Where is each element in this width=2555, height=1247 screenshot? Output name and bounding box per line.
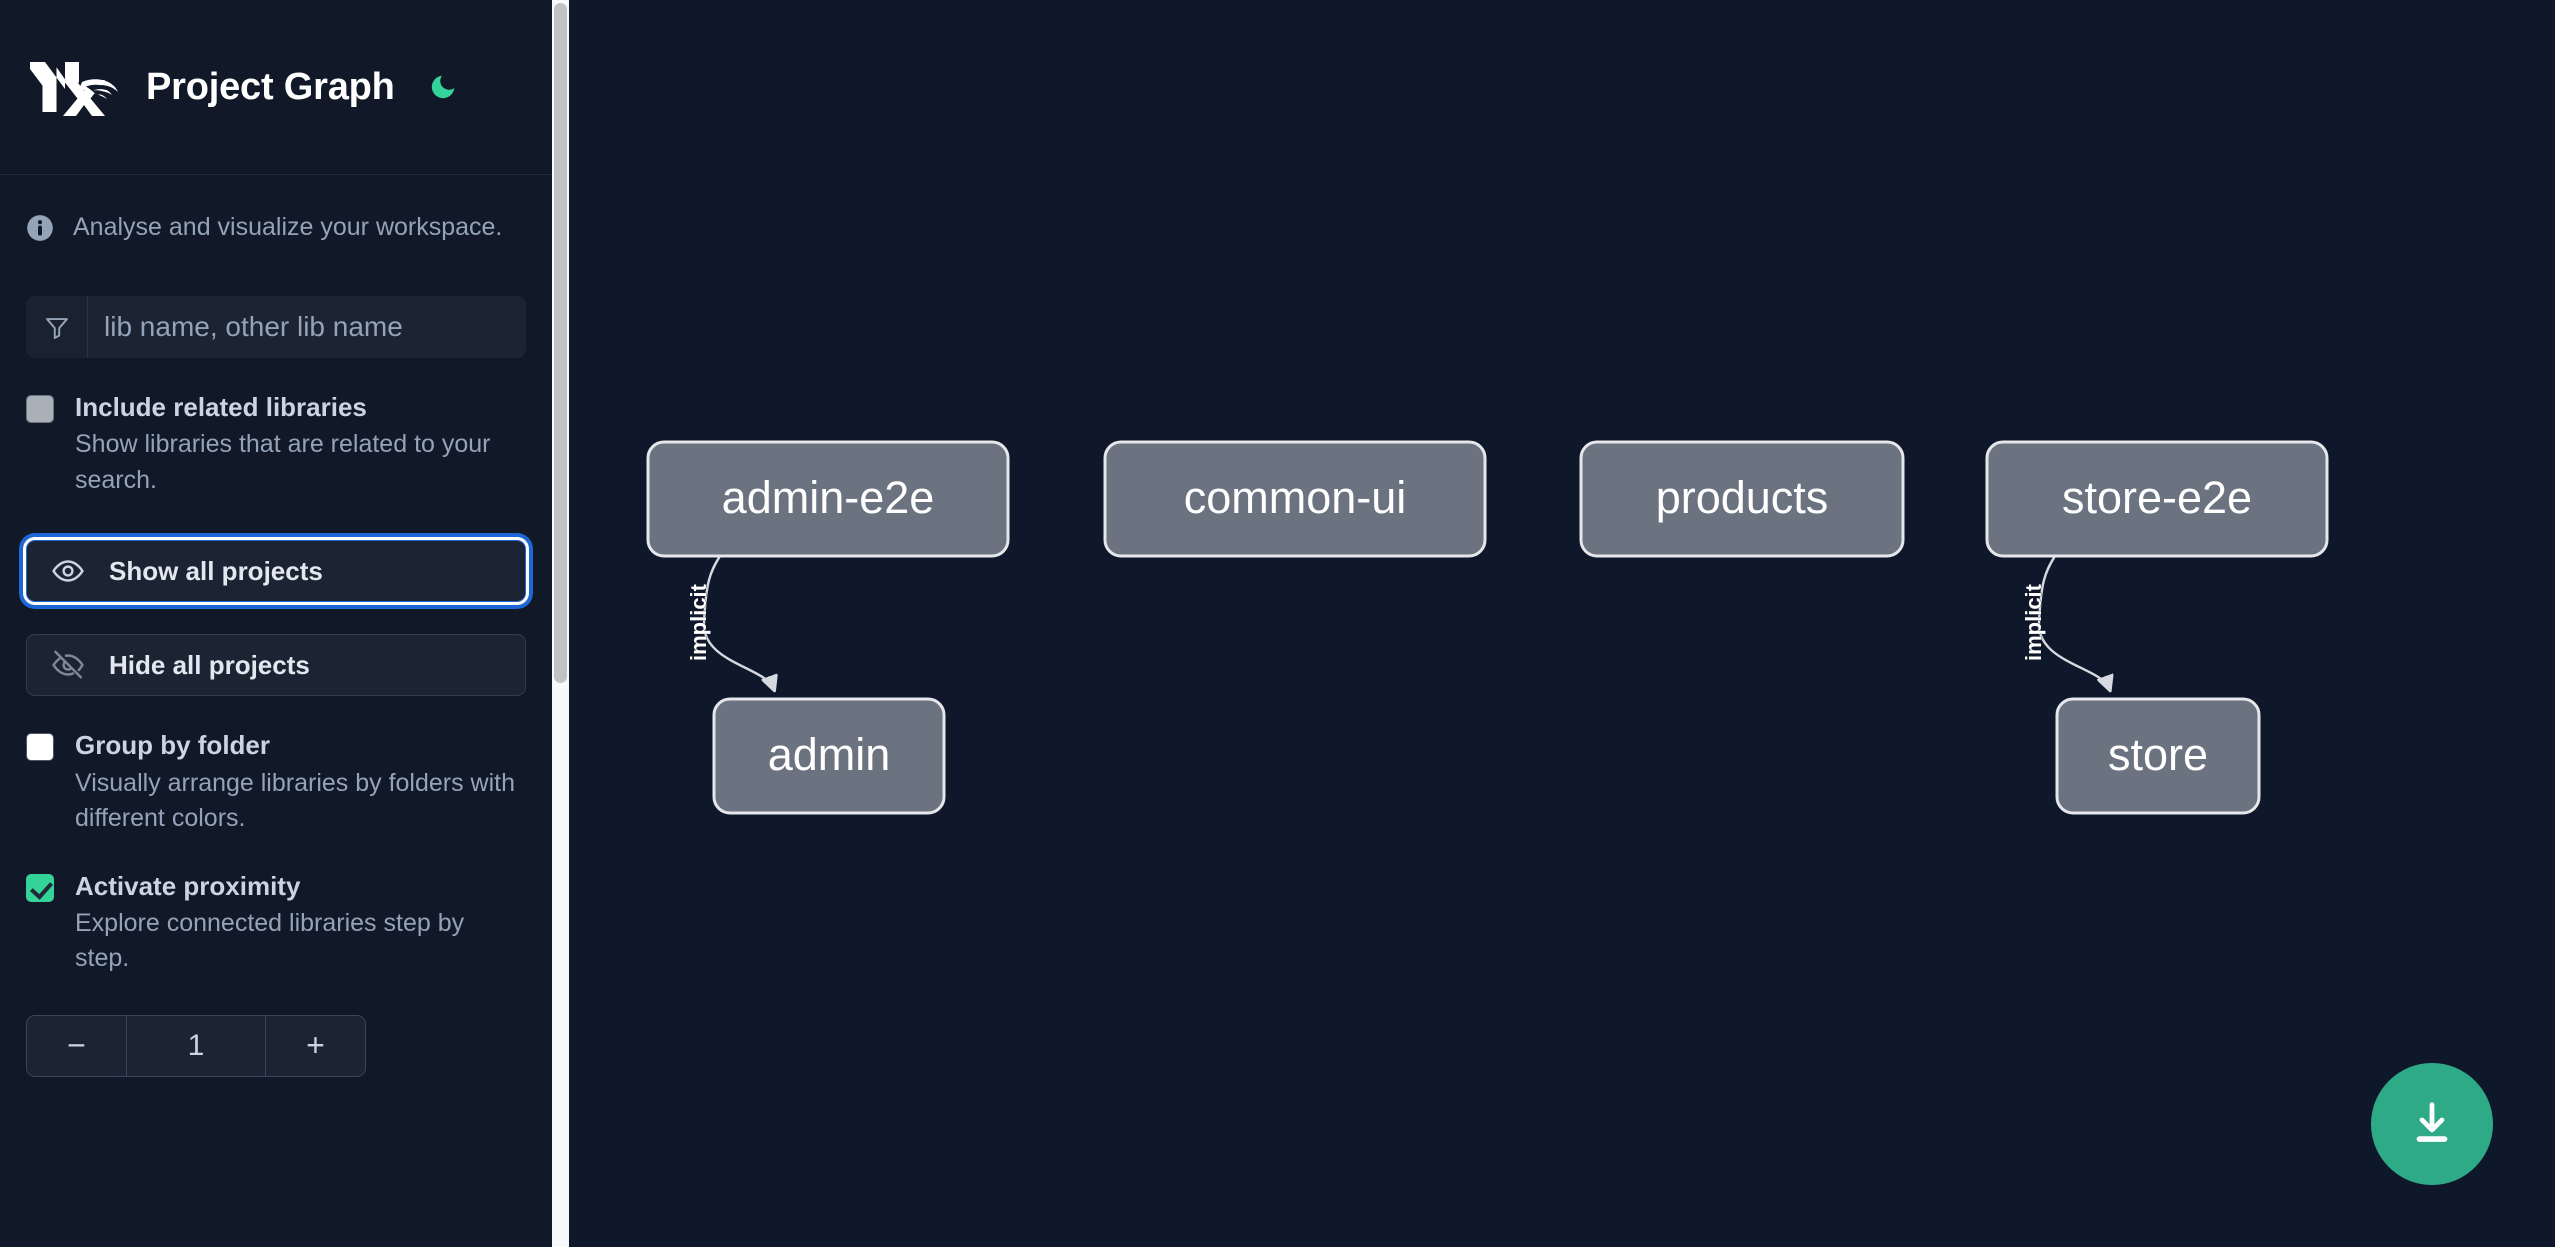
- visibility-buttons: Show all projects Hide all projects: [26, 540, 526, 697]
- project-graph-svg: implicit implicit admin-e2e common-ui produ…: [646, 440, 2329, 815]
- graph-node-label: admin: [768, 729, 891, 780]
- hide-all-projects-button[interactable]: Hide all projects: [26, 634, 526, 697]
- checkbox-include-related-libraries[interactable]: [26, 395, 54, 423]
- checkbox-activate-proximity[interactable]: [26, 873, 54, 902]
- graph-node[interactable]: admin: [712, 697, 946, 815]
- graph-node-label: admin-e2e: [722, 472, 935, 523]
- download-icon: [2406, 1097, 2458, 1152]
- graph-edges: implicit implicit: [686, 555, 2110, 689]
- graph-edge-label: implicit: [2021, 583, 2046, 661]
- graph-node[interactable]: admin-e2e: [646, 440, 1010, 558]
- sidebar-scrollbar-thumb[interactable]: [554, 3, 567, 683]
- sidebar: Project Graph Analyse and visualize your…: [0, 0, 552, 1247]
- sidebar-controls: Include related libraries Show libraries…: [0, 296, 552, 1077]
- graph-node-label: store: [2108, 729, 2208, 780]
- filter-field[interactable]: [26, 296, 526, 358]
- option-title: Group by folder: [75, 730, 270, 761]
- option-description: Show libraries that are related to your …: [75, 430, 491, 494]
- tagline-row: Analyse and visualize your workspace.: [0, 175, 552, 280]
- option-title: Activate proximity: [75, 870, 301, 901]
- download-graph-button[interactable]: [2371, 1063, 2493, 1185]
- nx-logo-icon: [26, 58, 121, 116]
- graph-node[interactable]: store-e2e: [1985, 440, 2329, 558]
- graph-node[interactable]: common-ui: [1103, 440, 1487, 558]
- graph-node-box: [646, 440, 1010, 558]
- stepper-increment-button[interactable]: +: [265, 1015, 365, 1076]
- checkbox-group-by-folder[interactable]: [26, 733, 54, 762]
- stepper-value: 1: [127, 1015, 265, 1076]
- graph-edge-label: implicit: [686, 583, 711, 661]
- eye-off-icon: [51, 648, 85, 682]
- proximity-stepper[interactable]: − 1 +: [26, 1014, 366, 1077]
- graph-canvas[interactable]: implicit implicit admin-e2e common-ui produ…: [552, 0, 2555, 1247]
- option-description: Explore connected libraries step by step…: [75, 908, 465, 973]
- stepper-decrement-button[interactable]: −: [27, 1015, 127, 1076]
- option-description: Visually arrange libraries by folders wi…: [75, 768, 516, 833]
- graph-node-box: [712, 697, 946, 815]
- funnel-icon: [26, 296, 88, 358]
- show-all-projects-label: Show all projects: [109, 555, 323, 586]
- graph-node-box: [1985, 440, 2329, 558]
- eye-icon: [51, 554, 85, 588]
- hide-all-projects-label: Hide all projects: [109, 649, 310, 680]
- option-activate-proximity[interactable]: Activate proximity Explore connected lib…: [26, 837, 526, 977]
- graph-edge: [2037, 555, 2110, 689]
- graph-node-box: [1103, 440, 1487, 558]
- option-include-related-libraries[interactable]: Include related libraries Show libraries…: [26, 358, 526, 498]
- graph-node-box: [1579, 440, 1905, 558]
- search-input[interactable]: [88, 296, 526, 358]
- graph-node-label: products: [1656, 472, 1829, 523]
- option-group-by-folder[interactable]: Group by folder Visually arrange librari…: [26, 696, 526, 836]
- info-icon: [26, 214, 54, 242]
- tagline-text: Analyse and visualize your workspace.: [73, 213, 503, 241]
- graph-nodes: admin-e2e common-ui products store-e2e admin…: [646, 440, 2329, 815]
- graph-node[interactable]: products: [1579, 440, 1905, 558]
- moon-icon[interactable]: [423, 67, 463, 107]
- graph-node-label: store-e2e: [2062, 472, 2252, 523]
- page-title: Project Graph: [146, 65, 395, 108]
- graph-edge: [702, 555, 774, 689]
- option-title: Include related libraries: [75, 392, 367, 422]
- sidebar-header: Project Graph: [0, 0, 552, 175]
- graph-node[interactable]: store: [2055, 697, 2261, 815]
- sidebar-scrollbar[interactable]: [552, 0, 569, 1247]
- graph-node-label: common-ui: [1184, 472, 1407, 523]
- graph-node-box: [2055, 697, 2261, 815]
- show-all-projects-button[interactable]: Show all projects: [26, 540, 526, 603]
